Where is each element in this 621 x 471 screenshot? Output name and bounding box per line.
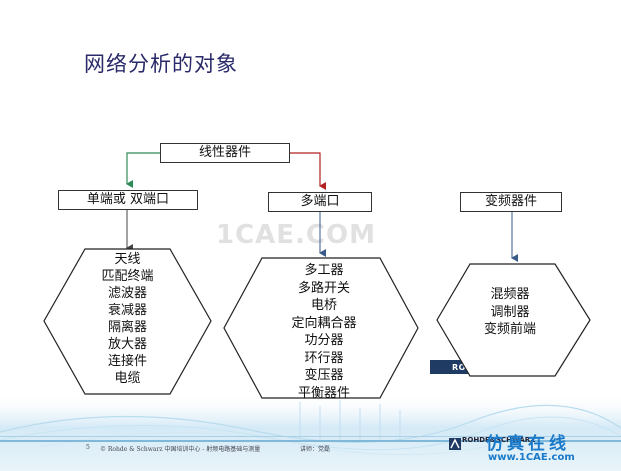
list-item: 天线	[114, 252, 141, 267]
single-port-device-list: 天线 匹配终端 滤波器 衰减器 隔离器 放大器 连接件 电缆	[70, 251, 185, 387]
watermark-site-cn: 仿真在线	[486, 434, 570, 454]
list-item: 平衡器件	[297, 385, 350, 401]
list-item: 多路开关	[297, 280, 350, 296]
branch-frequency-conversion: 变频器件	[460, 192, 562, 212]
bottom-decor-band	[0, 392, 621, 471]
list-item: 变压器	[304, 368, 344, 383]
root-node-linear-devices: 线性器件	[160, 143, 290, 163]
frequency-device-list: 混频器 调制器 变频前端	[455, 286, 565, 339]
rs-logo-icon	[449, 438, 461, 450]
list-item: 电桥	[310, 298, 337, 313]
list-item: 变频前端	[483, 322, 536, 337]
footer-copyright: © Rohde & Schwarz 中国培训中心 - 射频电路基础与测量	[100, 446, 261, 453]
hexagon-frequency	[436, 263, 591, 377]
list-item: 衰减器	[107, 303, 147, 318]
hexagon-multi-port	[223, 257, 419, 399]
footer-lecturer: 讲师：党磊	[300, 446, 331, 453]
watermark-site-url: www.1CAE.com	[488, 452, 575, 463]
multi-port-device-list: 多工器 多路开关 电桥 定向耦合器 功分器 环行器 变压器 平衡器件	[268, 262, 380, 402]
list-item: 功分器	[304, 333, 344, 348]
list-item: 滤波器	[107, 286, 147, 301]
brand-logo-bottom: ROHDE&SCHWARZ	[462, 436, 536, 444]
watermark-center: 1CAE.COM	[216, 220, 376, 250]
page-title: 网络分析的对象	[84, 52, 238, 76]
page-number: 5	[86, 444, 90, 451]
branch-multi-port: 多端口	[268, 192, 372, 212]
connector-root-to-single-port	[126, 152, 160, 188]
list-item: 连接件	[107, 354, 147, 369]
list-item: 多工器	[304, 263, 344, 278]
hexagon-single-port	[43, 248, 212, 395]
connector-root-to-multi-port	[290, 152, 326, 190]
list-item: 隔离器	[107, 320, 147, 335]
list-item: 调制器	[490, 304, 530, 320]
branch-single-dual-port: 单端或 双端口	[58, 190, 198, 210]
list-item: 环行器	[304, 350, 344, 366]
list-item: 电缆	[114, 371, 141, 386]
list-item: 放大器	[107, 337, 147, 352]
list-item: 定向耦合器	[291, 315, 357, 331]
list-item: 混频器	[490, 287, 530, 302]
list-item: 匹配终端	[101, 269, 154, 284]
